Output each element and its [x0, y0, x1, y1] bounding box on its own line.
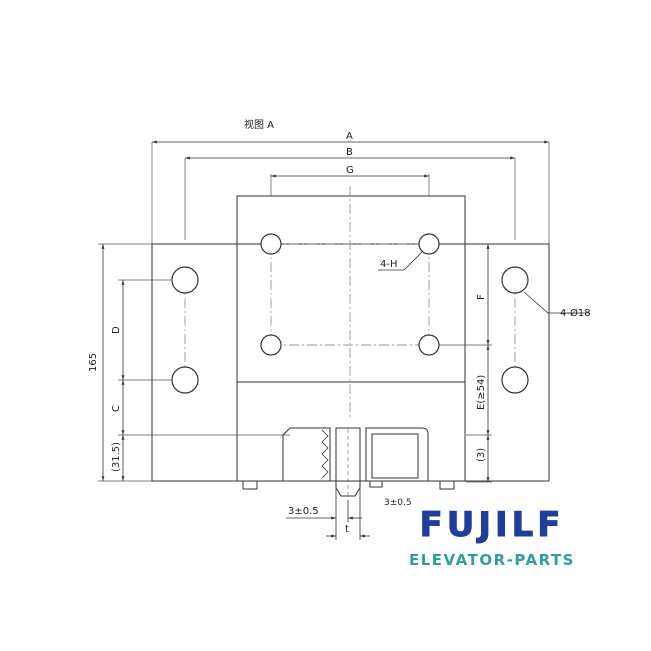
guide-rail [335, 427, 361, 497]
brand-watermark: FUJILF ELEVATOR-PARTS [382, 505, 602, 571]
label-4-d18: 4-Ø18 [560, 307, 591, 319]
hole-d18-2 [501, 266, 529, 294]
label-t: t [345, 524, 349, 535]
leaders [378, 251, 590, 314]
label-F: F [476, 294, 487, 300]
part-outline [151, 195, 550, 497]
label-tol-left: 3±0.5 [288, 506, 319, 517]
bolt-1 [242, 480, 258, 490]
hole-h-3 [260, 334, 282, 356]
holes [171, 233, 529, 394]
label-B: B [346, 147, 353, 158]
view-title: 视图 A [244, 118, 274, 131]
center-lines [184, 186, 516, 420]
bolt-3 [439, 480, 455, 490]
brand-tagline: ELEVATOR-PARTS [409, 551, 575, 569]
left-shoe [282, 427, 331, 482]
label-31-5: (31.5) [111, 442, 122, 472]
label-tol-right: 3±0.5 [384, 498, 412, 508]
hole-h-2 [418, 233, 440, 255]
top-block [236, 195, 466, 383]
label-D: D [111, 326, 122, 334]
label-3: (3) [476, 448, 487, 462]
right-shoe [365, 427, 429, 482]
label-G: G [346, 165, 354, 176]
hole-h-4 [418, 334, 440, 356]
label-165: 165 [88, 353, 99, 372]
base-plate [151, 243, 550, 482]
hole-d18-4 [501, 366, 529, 394]
hole-d18-1 [171, 266, 199, 294]
brand-logo: FUJILF [419, 505, 565, 546]
hole-h-1 [260, 233, 282, 255]
label-A: A [346, 131, 353, 142]
label-4-H: 4-H [380, 259, 398, 270]
label-E: E(≥54) [476, 375, 487, 410]
bolt-2 [369, 480, 383, 488]
hole-d18-3 [171, 366, 199, 394]
label-C: C [111, 405, 122, 412]
dimension-lines [101, 140, 549, 540]
